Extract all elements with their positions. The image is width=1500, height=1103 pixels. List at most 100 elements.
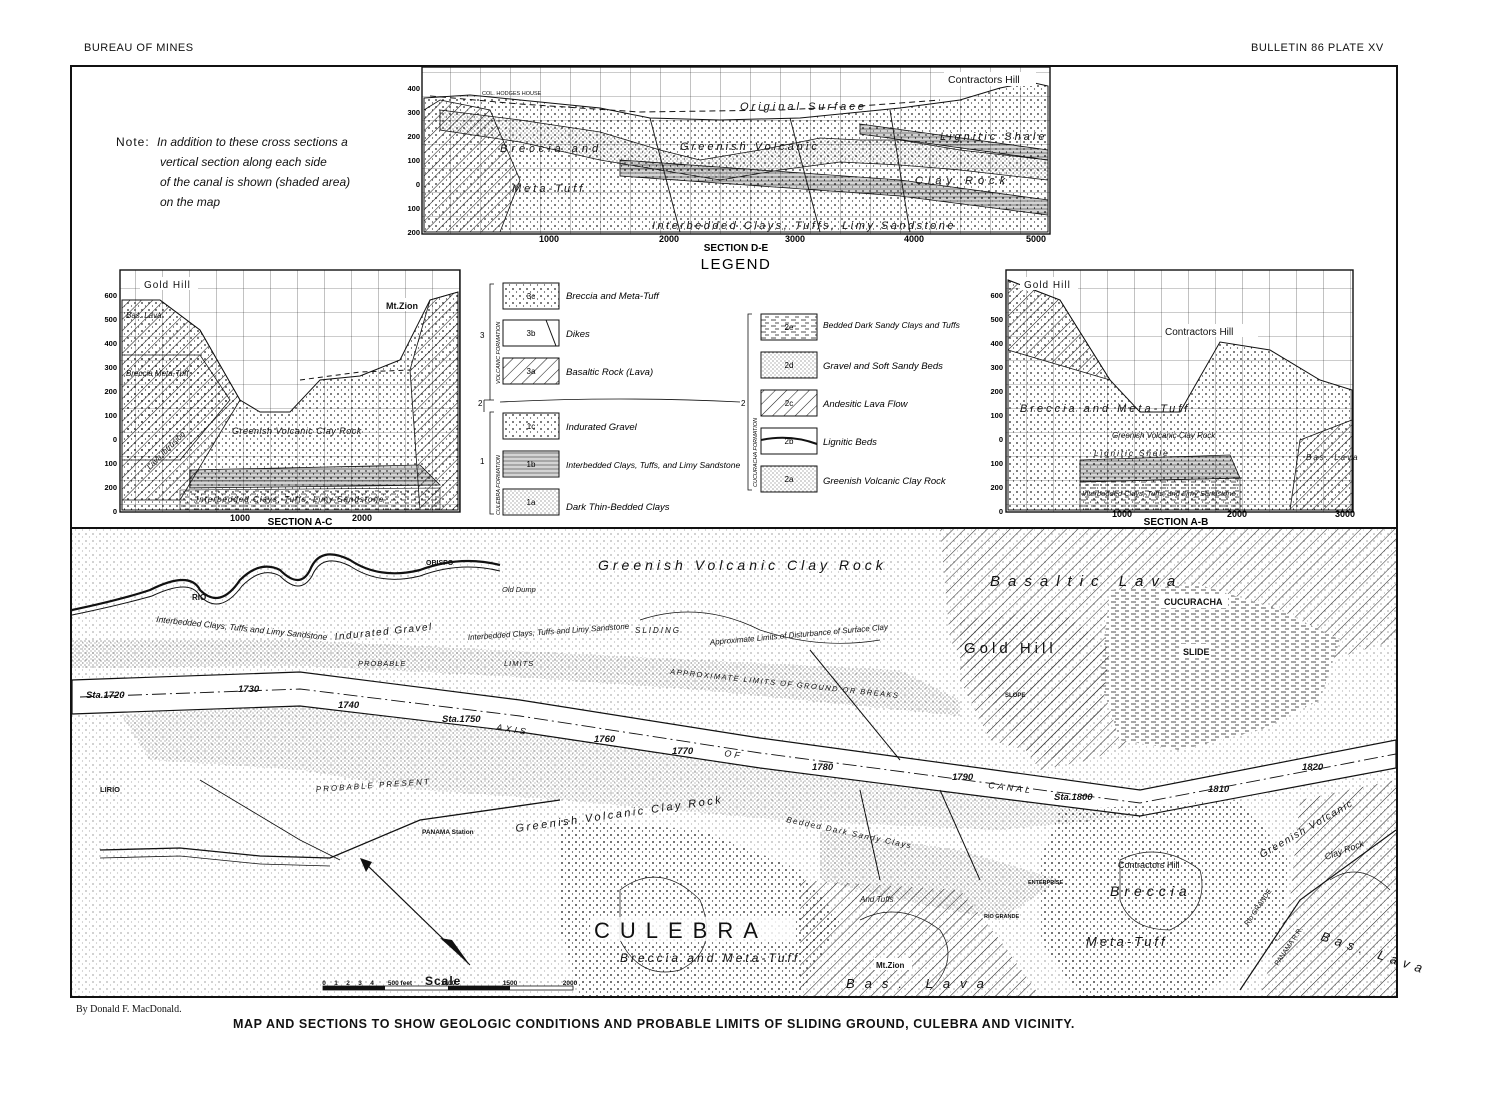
section-de-y-ticks: 400 300 200 100 0 100 200 — [407, 84, 420, 237]
legend-label-3c: Breccia and Meta-Tuff — [566, 291, 660, 302]
section-ac-xtick: 1000 — [230, 513, 250, 523]
section-de-x-ticks: 1000 2000 3000 4000 5000 — [539, 234, 1046, 244]
map-label-meta-tuff-right: Meta-Tuff — [1086, 934, 1168, 949]
legend-group-1: 1 — [480, 457, 485, 466]
section-ac-ytick: 400 — [104, 339, 117, 348]
section-de-lignitic-shale: Lignitic Shale — [940, 131, 1047, 143]
map-label-old-dump: Old Dump — [502, 585, 536, 594]
note-line-2: vertical section along each side — [160, 155, 327, 169]
section-ac-xtick: 2000 — [352, 513, 372, 523]
section-de-ytick: 100 — [407, 204, 420, 213]
map-label-gold-hill: Gold Hill — [964, 640, 1057, 657]
section-ac-mt-zion: Mt.Zion — [386, 301, 418, 311]
map-label-1780: 1780 — [812, 762, 834, 773]
section-ab-ytick: 200 — [990, 387, 1003, 396]
legend-group-2b: 2 — [741, 399, 746, 408]
section-ac-ytick: 300 — [104, 363, 117, 372]
map-label-sliding: SLIDING — [635, 626, 681, 635]
map-label-enterprise: ENTERPRISE — [1028, 880, 1063, 886]
legend-code-2d: 2d — [785, 361, 794, 370]
section-de-contractors-hill: Contractors Hill — [948, 74, 1020, 86]
section-ab-contractors-hill: Contractors Hill — [1165, 327, 1233, 338]
section-ab-xtick: 3000 — [1335, 509, 1355, 519]
legend-code-3b: 3b — [527, 329, 536, 338]
plate-caption: MAP AND SECTIONS TO SHOW GEOLOGIC CONDIT… — [233, 1017, 1075, 1031]
map-label-contractors-hill: Contractors Hill — [1118, 860, 1180, 870]
section-ab-xtick: 2000 — [1227, 509, 1247, 519]
section-ac-ytick: 200 — [104, 387, 117, 396]
map-scale-tick: 2000 — [563, 980, 578, 987]
map-label-breccia-right: Breccia — [1110, 883, 1192, 899]
section-de-xtick: 3000 — [785, 234, 805, 244]
plate-divider — [70, 527, 1398, 529]
section-de-chart — [421, 66, 1051, 235]
section-ab-ytick: 0 — [999, 507, 1003, 516]
legend-label-1c: Indurated Gravel — [566, 422, 638, 433]
section-ab-chart — [1005, 269, 1354, 513]
section-ab-y-ticks: 600 500 400 300 200 100 0 100 200 0 — [990, 291, 1003, 516]
section-de-original-surface: Original Surface — [740, 101, 867, 113]
note-label: Note: — [116, 135, 150, 149]
section-de-ytick: 100 — [407, 156, 420, 165]
section-ac-title: SECTION A-C — [268, 517, 333, 528]
legend-culebra-formation: CULEBRA FORMATION — [496, 455, 502, 515]
geologic-map — [72, 529, 1396, 996]
section-ab-basalt: Bas. Lava — [1306, 453, 1360, 462]
section-de-ytick: 200 — [407, 132, 420, 141]
map-label-1740: 1740 — [338, 700, 360, 711]
section-ab-lignitic: Lignitic Shale — [1094, 449, 1170, 458]
map-scale-tick: 0 — [322, 980, 326, 987]
map-label-limits: LIMITS — [504, 659, 534, 668]
legend-label-2d: Gravel and Soft Sandy Beds — [823, 361, 943, 372]
map-label-of: OF — [724, 748, 744, 761]
map-label-1820: 1820 — [1302, 762, 1324, 773]
note-line-3: of the canal is shown (shaded area) — [160, 175, 351, 189]
section-ab-ytick: 100 — [990, 411, 1003, 420]
map-label-panama-station: PANAMA Station — [422, 829, 474, 836]
legend-label-2a: Greenish Volcanic Clay Rock — [823, 476, 947, 487]
section-ab-interbedded: Interbedded Clays, Tuffs, and Limy Sands… — [1082, 489, 1236, 498]
section-ab-ytick: 500 — [990, 315, 1003, 324]
map-label-1810: 1810 — [1208, 784, 1230, 795]
section-de-xtick: 5000 — [1026, 234, 1046, 244]
legend-label-2b: Lignitic Beds — [823, 437, 877, 448]
section-ab-ytick: 100 — [990, 459, 1003, 468]
section-ac-ytick: 200 — [104, 483, 117, 492]
section-de-ytick: 300 — [407, 108, 420, 117]
section-de-interbedded: Interbedded Clays, Tuffs, Limy Sandstone — [652, 220, 956, 232]
section-ab-labels: Gold Hill Contractors Hill Breccia and M… — [1020, 277, 1360, 498]
section-de-ytick: 0 — [416, 180, 420, 189]
section-ac-basalt: Bas. Lava — [126, 311, 162, 320]
map-scale-label: Scale — [425, 974, 461, 988]
section-de-ytick: 200 — [407, 228, 420, 237]
section-de-greenish: Greenish Volcanic — [680, 141, 820, 153]
section-ac-greenish: Greenish Volcanic Clay Rock — [232, 426, 362, 436]
map-label-sta1800: Sta.1800 — [1054, 792, 1093, 803]
section-ab-breccia: Breccia and Meta-Tuff — [1020, 403, 1190, 415]
section-ac-breccia: Breccia Meta-Tuff — [126, 369, 189, 378]
legend-label-1a: Dark Thin-Bedded Clays — [566, 502, 670, 513]
map-scale-tick: 3 — [358, 980, 362, 987]
map-label-mt-zion: Mt.Zion — [876, 961, 905, 970]
section-ac-ytick: 100 — [104, 459, 117, 468]
map-label-slope: SLOPE — [1005, 693, 1025, 699]
section-de-xtick: 2000 — [659, 234, 679, 244]
section-de-xtick: 4000 — [904, 234, 924, 244]
map-label-culebra: CULEBRA — [594, 918, 768, 943]
legend-label-3b: Dikes — [566, 329, 590, 340]
section-de-title: SECTION D-E — [704, 243, 769, 254]
map-label-rio-grande-small: RIO GRANDE — [984, 914, 1019, 920]
map-label-basaltic-lava: Basaltic Lava — [990, 573, 1183, 590]
legend-volcanic-formation: VOLCANIC FORMATION — [496, 322, 502, 384]
map-label-1790: 1790 — [952, 772, 974, 783]
legend-code-3a: 3a — [527, 367, 536, 376]
map-scale-bar — [322, 985, 574, 991]
map-label-1730: 1730 — [238, 684, 260, 695]
legend-label-1b: Interbedded Clays, Tuffs, and Limy Sands… — [566, 460, 740, 470]
section-ac-y-ticks: 600 500 400 300 200 100 0 100 200 0 — [104, 291, 117, 516]
legend-code-2e: 2e — [785, 323, 794, 332]
header-left: BUREAU OF MINES — [84, 42, 194, 54]
legend-code-3c: 3c — [527, 292, 535, 301]
section-ac-ytick: 0 — [113, 435, 117, 444]
map-label-lirio: LIRIO — [100, 785, 120, 794]
